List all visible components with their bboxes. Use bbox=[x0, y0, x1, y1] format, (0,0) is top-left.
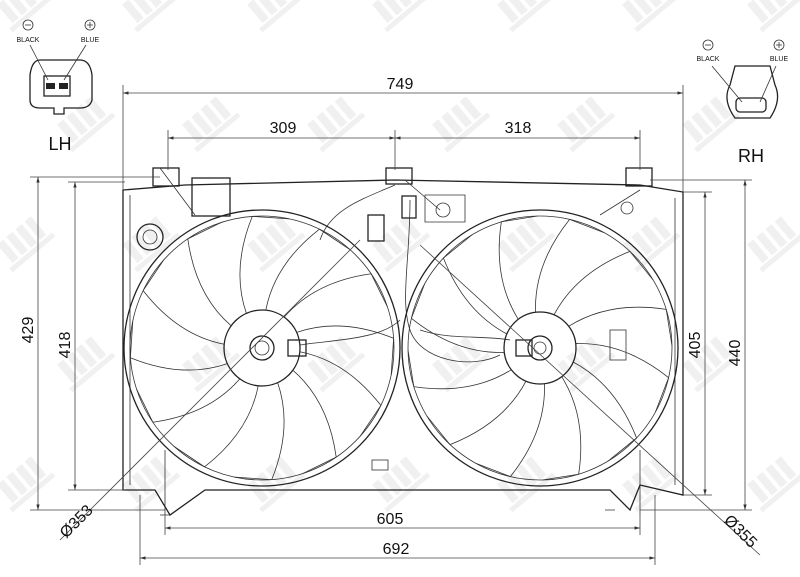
watermark-logo bbox=[307, 96, 366, 153]
minus-icon bbox=[22, 19, 34, 31]
fan-blade bbox=[426, 380, 527, 445]
watermark-logo bbox=[57, 336, 116, 393]
left-negative-label: BLACK bbox=[17, 37, 40, 44]
fan-blade bbox=[296, 325, 395, 376]
dim-left-mount-spacing: 309 bbox=[270, 120, 297, 137]
dim-frame-height-right: 405 bbox=[687, 332, 704, 359]
fan-blade bbox=[475, 383, 545, 478]
watermark-logo bbox=[747, 0, 800, 33]
dim-overall-width: 749 bbox=[387, 76, 414, 93]
watermark-logo bbox=[557, 96, 616, 153]
right-negative-label: BLACK bbox=[697, 56, 720, 63]
fan-blade bbox=[239, 215, 290, 314]
watermark-logo bbox=[122, 216, 181, 273]
fan-blade bbox=[498, 215, 538, 320]
watermark-logo bbox=[122, 0, 181, 33]
dimension-lines bbox=[30, 85, 761, 565]
fan-blade bbox=[136, 378, 241, 423]
watermark-logo bbox=[497, 216, 556, 273]
watermark-logo bbox=[372, 0, 431, 33]
watermark-logo bbox=[497, 456, 556, 513]
watermark-logo bbox=[747, 456, 800, 513]
minus-icon bbox=[702, 39, 714, 51]
watermark-logo bbox=[497, 0, 556, 33]
dim-overall-height-right: 440 bbox=[727, 340, 744, 367]
fan-blade bbox=[299, 351, 382, 437]
fan-blade bbox=[542, 376, 582, 481]
dim-right-mount-spacing: 318 bbox=[505, 120, 532, 137]
watermark-logo bbox=[0, 456, 56, 513]
fan-blade bbox=[575, 343, 670, 413]
watermark-logo bbox=[432, 96, 491, 153]
watermark-logo bbox=[622, 216, 681, 273]
dim-left-fan-diameter: Ø353 bbox=[57, 502, 97, 542]
left-fan bbox=[123, 209, 401, 487]
watermark-logo bbox=[122, 456, 181, 513]
watermark-logo bbox=[0, 0, 56, 33]
left-positive-label: BLUE bbox=[81, 37, 100, 44]
watermark-logo bbox=[0, 216, 56, 273]
fan-blade bbox=[265, 228, 351, 311]
right-connector-diagram: BLACK BLUE bbox=[697, 39, 789, 119]
right-positive-label: BLUE bbox=[770, 56, 789, 63]
dim-frame-width: 692 bbox=[383, 541, 410, 558]
watermark-logo bbox=[247, 0, 306, 33]
watermark-logo bbox=[182, 336, 241, 393]
watermark-logo bbox=[557, 336, 616, 393]
watermark-logo bbox=[372, 216, 431, 273]
watermark-logo bbox=[57, 96, 116, 153]
fan-blade bbox=[173, 385, 259, 468]
fan-blade bbox=[553, 251, 654, 316]
fan-blade bbox=[568, 306, 673, 346]
fan-blade bbox=[283, 273, 388, 318]
dim-overall-height-left: 429 bbox=[20, 317, 37, 344]
fan-blade bbox=[292, 369, 337, 474]
plus-icon bbox=[773, 39, 785, 51]
watermark-logo bbox=[747, 216, 800, 273]
watermark-logo bbox=[622, 456, 681, 513]
right-fan bbox=[401, 209, 679, 487]
watermark-logo bbox=[622, 0, 681, 33]
dim-frame-height-left: 418 bbox=[57, 332, 74, 359]
fan-blade bbox=[535, 218, 605, 313]
watermark-logo bbox=[247, 216, 306, 273]
dim-bottom-mount-spacing: 605 bbox=[377, 511, 404, 528]
watermark-logo bbox=[307, 336, 366, 393]
dim-right-fan-diameter: Ø355 bbox=[720, 512, 760, 552]
watermark-logo bbox=[432, 336, 491, 393]
plus-icon bbox=[84, 19, 96, 31]
left-side-label: LH bbox=[48, 134, 71, 154]
right-side-label: RH bbox=[738, 146, 764, 166]
fan-blade bbox=[129, 320, 228, 371]
watermark-logo bbox=[372, 456, 431, 513]
fan-blade bbox=[410, 283, 505, 353]
watermark-logo bbox=[682, 96, 741, 153]
watermark-logo bbox=[182, 96, 241, 153]
fan-blade bbox=[234, 382, 285, 481]
fan-blade bbox=[407, 350, 512, 390]
left-connector-diagram: BLACK BLUE bbox=[17, 19, 100, 115]
fan-blade bbox=[572, 361, 637, 462]
fan-blade bbox=[187, 222, 232, 327]
fan-blade bbox=[142, 259, 225, 345]
fan-blade bbox=[443, 234, 508, 335]
